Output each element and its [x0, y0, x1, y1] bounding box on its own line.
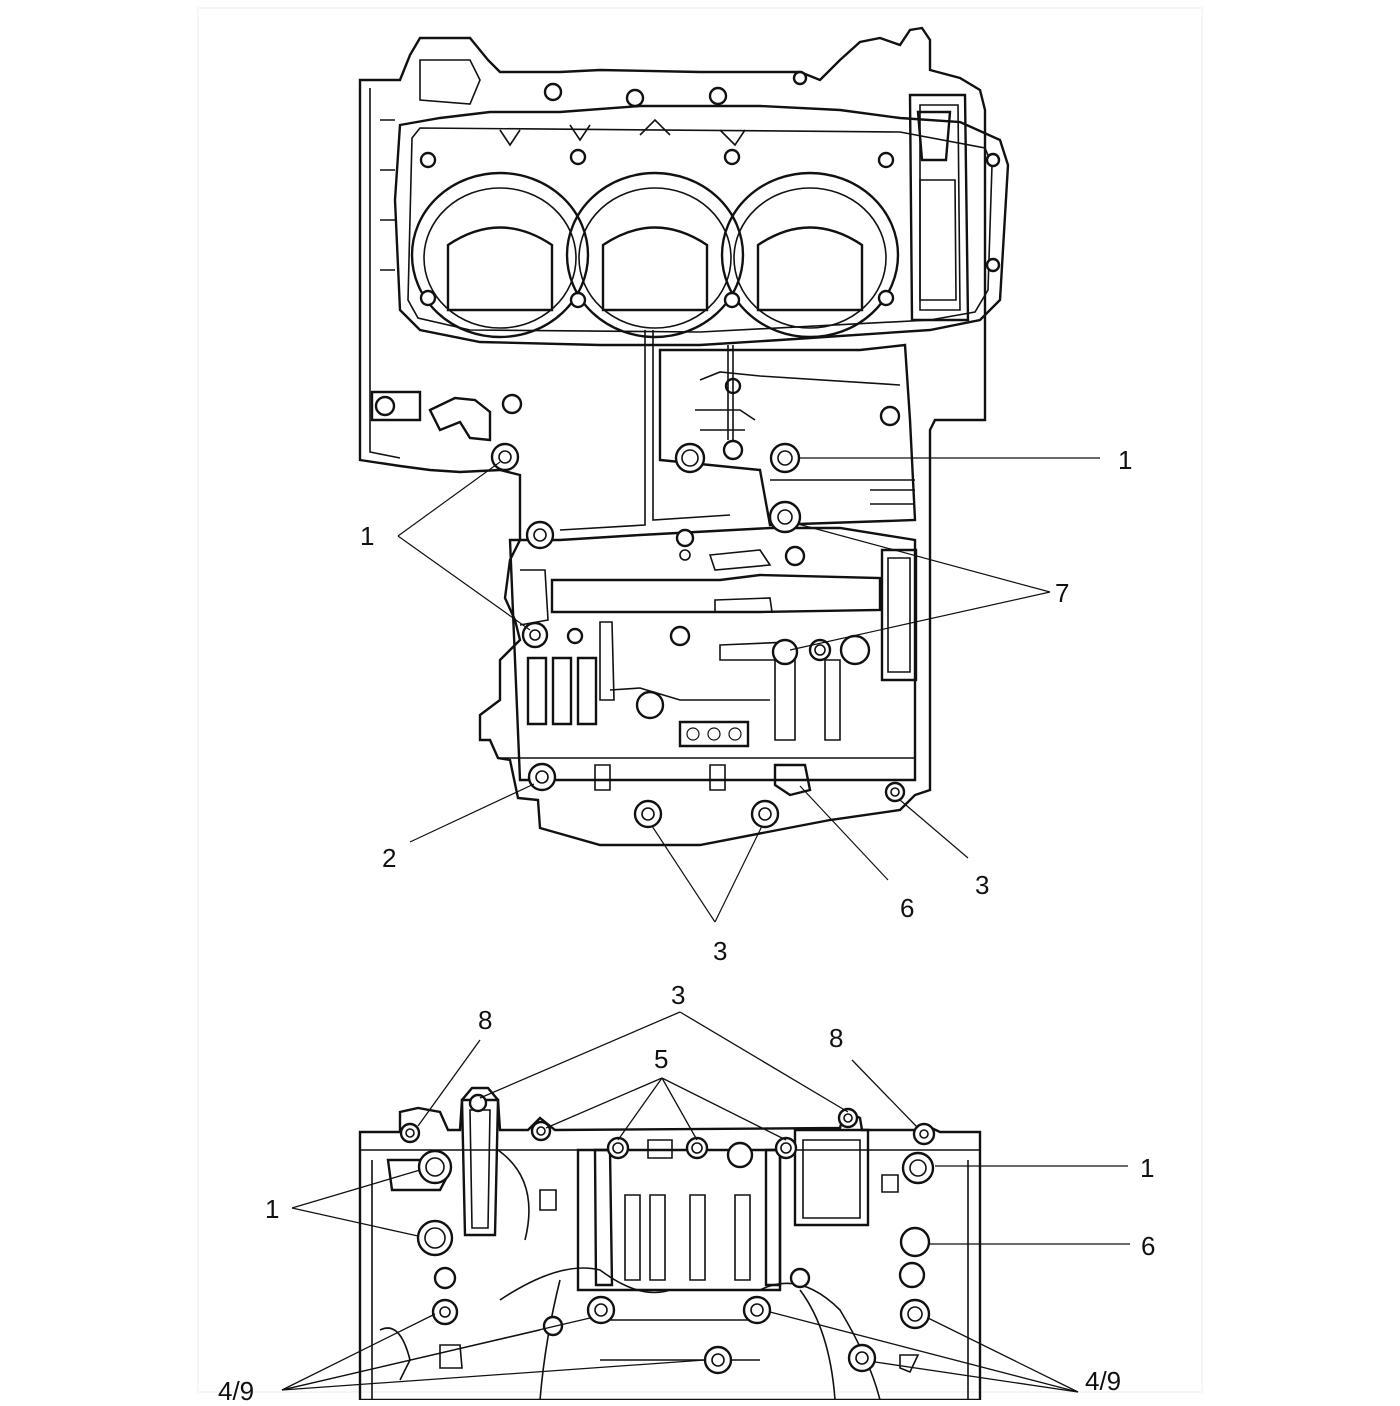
callout-lower-4-9-left: 4/9: [218, 1376, 255, 1406]
callout-upper-3-bottom: 3: [713, 936, 728, 966]
callout-lower-5: 5: [654, 1044, 669, 1074]
callout-lower-4-9-right: 4/9: [1085, 1366, 1122, 1396]
callout-lower-1-left: 1: [265, 1194, 280, 1224]
callout-upper-7: 7: [1055, 578, 1070, 608]
callout-lower-6: 6: [1141, 1231, 1156, 1261]
callout-upper-1-left: 1: [360, 521, 375, 551]
callout-upper-2: 2: [382, 843, 397, 873]
upper-crankcase: [358, 26, 1100, 923]
callout-upper-3-right: 3: [975, 870, 990, 900]
callout-lower-8-left: 8: [478, 1005, 493, 1035]
lower-crankcase: [281, 1011, 1130, 1400]
callout-lower-3: 3: [671, 980, 686, 1010]
callout-upper-1-right: 1: [1118, 445, 1133, 475]
callout-lower-1-right: 1: [1140, 1153, 1155, 1183]
callout-lower-8-right: 8: [829, 1023, 844, 1053]
callout-upper-6: 6: [900, 893, 915, 923]
